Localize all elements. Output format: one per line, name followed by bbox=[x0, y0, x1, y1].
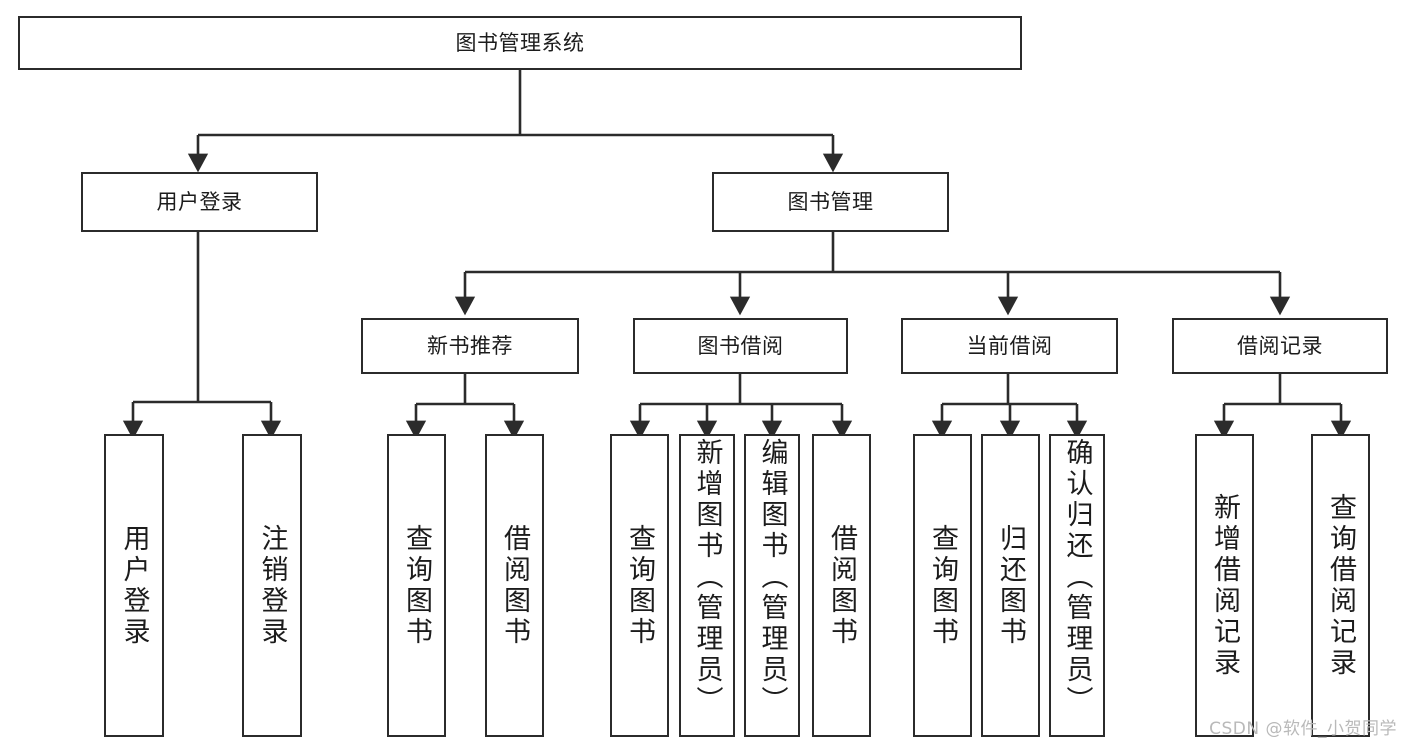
node-new-book-recommend-label: 新书推荐 bbox=[427, 333, 513, 358]
node-root-label: 图书管理系统 bbox=[455, 30, 585, 55]
node-leaf-borrow-book-1[interactable]: 借阅图书 bbox=[485, 434, 544, 737]
node-leaf-query-book-2[interactable]: 查询图书 bbox=[610, 434, 669, 737]
node-current-borrow[interactable]: 当前借阅 bbox=[901, 318, 1118, 374]
node-borrow-record-label: 借阅记录 bbox=[1237, 333, 1323, 358]
node-leaf-query-book-1[interactable]: 查询图书 bbox=[387, 434, 446, 737]
node-leaf-borrow-book-2[interactable]: 借阅图书 bbox=[812, 434, 871, 737]
node-book-borrow[interactable]: 图书借阅 bbox=[633, 318, 848, 374]
node-leaf-query-record[interactable]: 查询借阅记录 bbox=[1311, 434, 1370, 737]
node-leaf-logout[interactable]: 注销登录 bbox=[242, 434, 302, 737]
node-user-login[interactable]: 用户登录 bbox=[81, 172, 318, 232]
node-borrow-record[interactable]: 借阅记录 bbox=[1172, 318, 1388, 374]
node-leaf-edit-book-label: 编辑图书（管理员） bbox=[756, 438, 788, 717]
node-leaf-user-login[interactable]: 用户登录 bbox=[104, 434, 164, 737]
node-root[interactable]: 图书管理系统 bbox=[18, 16, 1022, 70]
node-leaf-add-book[interactable]: 新增图书（管理员） bbox=[679, 434, 735, 737]
node-leaf-query-book-2-label: 查询图书 bbox=[624, 523, 655, 648]
node-new-book-recommend[interactable]: 新书推荐 bbox=[361, 318, 579, 374]
node-leaf-edit-book[interactable]: 编辑图书（管理员） bbox=[744, 434, 800, 737]
node-book-management[interactable]: 图书管理 bbox=[712, 172, 949, 232]
node-leaf-query-book-1-label: 查询图书 bbox=[401, 523, 432, 648]
node-leaf-logout-label: 注销登录 bbox=[256, 523, 288, 648]
node-leaf-user-login-label: 用户登录 bbox=[118, 523, 150, 648]
node-leaf-add-book-label: 新增图书（管理员） bbox=[691, 438, 723, 717]
node-leaf-borrow-book-1-label: 借阅图书 bbox=[499, 523, 530, 648]
node-leaf-query-book-3[interactable]: 查询图书 bbox=[913, 434, 972, 737]
node-leaf-add-record-label: 新增借阅记录 bbox=[1209, 492, 1240, 679]
node-leaf-return-book[interactable]: 归还图书 bbox=[981, 434, 1040, 737]
node-current-borrow-label: 当前借阅 bbox=[966, 333, 1053, 358]
watermark-text: CSDN @软件_小贺同学 bbox=[1209, 719, 1397, 739]
node-book-management-label: 图书管理 bbox=[787, 189, 874, 214]
node-leaf-query-book-3-label: 查询图书 bbox=[927, 523, 958, 648]
node-leaf-return-book-label: 归还图书 bbox=[995, 523, 1026, 648]
node-book-borrow-label: 图书借阅 bbox=[697, 333, 784, 358]
node-leaf-confirm-return-label: 确认归还（管理员） bbox=[1061, 438, 1093, 717]
node-leaf-query-record-label: 查询借阅记录 bbox=[1325, 492, 1356, 679]
node-leaf-confirm-return[interactable]: 确认归还（管理员） bbox=[1049, 434, 1105, 737]
node-leaf-borrow-book-2-label: 借阅图书 bbox=[826, 523, 857, 648]
node-user-login-label: 用户登录 bbox=[156, 189, 243, 214]
node-leaf-add-record[interactable]: 新增借阅记录 bbox=[1195, 434, 1254, 737]
